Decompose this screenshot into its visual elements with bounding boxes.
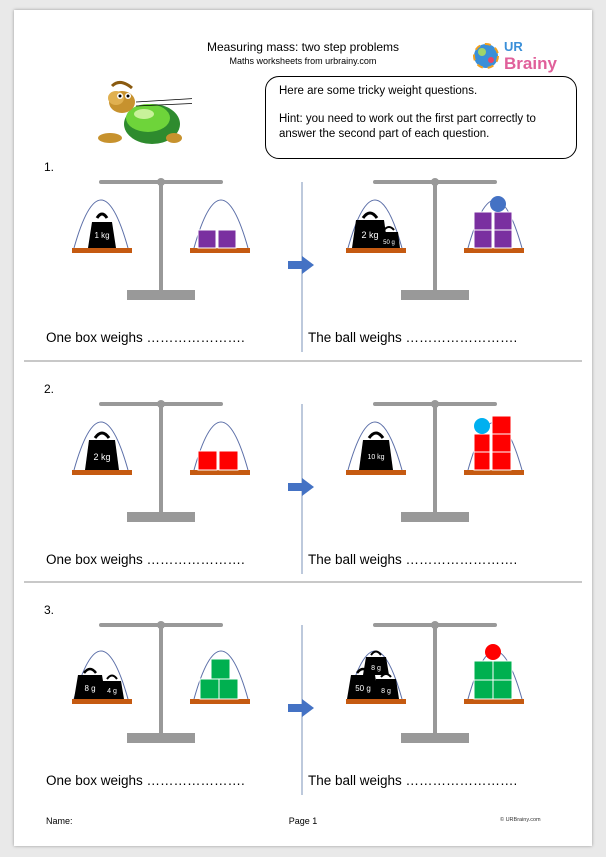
section-divider [24,581,582,583]
question-number: 1. [44,160,55,174]
worksheet-page: Measuring mass: two step problems Maths … [14,10,592,846]
svg-text:UR: UR [504,39,523,54]
svg-text:4 g: 4 g [107,688,117,695]
question-section-3: 3. 8 g 4 g [14,593,592,801]
answer-line-ball: The ball weighs ……………………. [308,330,518,345]
balance-scale: 10 kg [346,400,524,522]
tortoise-mascot-icon [98,81,192,144]
scale-left: 2 kg [64,394,264,534]
copyright: © URBrainy.com [500,817,541,823]
arrow-right-icon [288,478,314,496]
svg-text:2 kg: 2 kg [93,452,110,462]
question-section-2: 2. 2 kg [14,372,592,580]
svg-text:2 kg: 2 kg [361,230,378,240]
question-number: 3. [44,603,55,617]
speech-line-1: Here are some tricky weight questions. [279,85,478,97]
scale-right: 8 g 50 g 8 g [338,615,538,755]
balance-scale: 2 kg 50 g [346,178,524,300]
scale-right: 10 kg [338,394,538,534]
page-title: Measuring mass: two step problems [206,40,400,54]
scale-right: 2 kg 50 g [338,172,538,312]
speech-line-2: Hint: you need to work out the first par… [279,113,536,140]
section-divider [24,360,582,362]
balance-scale: 8 g 4 g [72,621,250,743]
svg-text:Brainy: Brainy [504,54,557,73]
answer-line-box: One box weighs …………………. [46,552,245,567]
urbrainy-logo: UR Brainy [473,39,557,73]
answer-line-box: One box weighs …………………. [46,773,245,788]
svg-text:50 g: 50 g [383,240,395,246]
balance-scale: 8 g 50 g 8 g [346,621,524,743]
scale-left: 1 kg [64,172,264,312]
scale-left: 8 g 4 g [64,615,264,755]
page-number: Page 1 [288,816,318,826]
balance-scale: 2 kg [72,400,250,522]
arrow-right-icon [288,256,314,274]
arrow-right-icon [288,699,314,717]
svg-text:10 kg: 10 kg [367,454,384,461]
svg-text:1 kg: 1 kg [94,231,109,240]
answer-line-ball: The ball weighs ……………………. [308,552,518,567]
answer-line-ball: The ball weighs ……………………. [308,773,518,788]
svg-text:8 g: 8 g [381,688,391,695]
svg-text:50 g: 50 g [355,684,371,693]
answer-line-box: One box weighs …………………. [46,330,245,345]
balance-scale: 1 kg [72,178,250,300]
name-label: Name: [46,816,73,826]
svg-text:8 g: 8 g [371,665,381,672]
speech-bubble [265,76,577,159]
page-subtitle: Maths worksheets from urbrainy.com [229,56,377,66]
question-number: 2. [44,382,55,396]
svg-text:8 g: 8 g [84,684,95,693]
question-section-1: 1. 1 kg [14,150,592,358]
